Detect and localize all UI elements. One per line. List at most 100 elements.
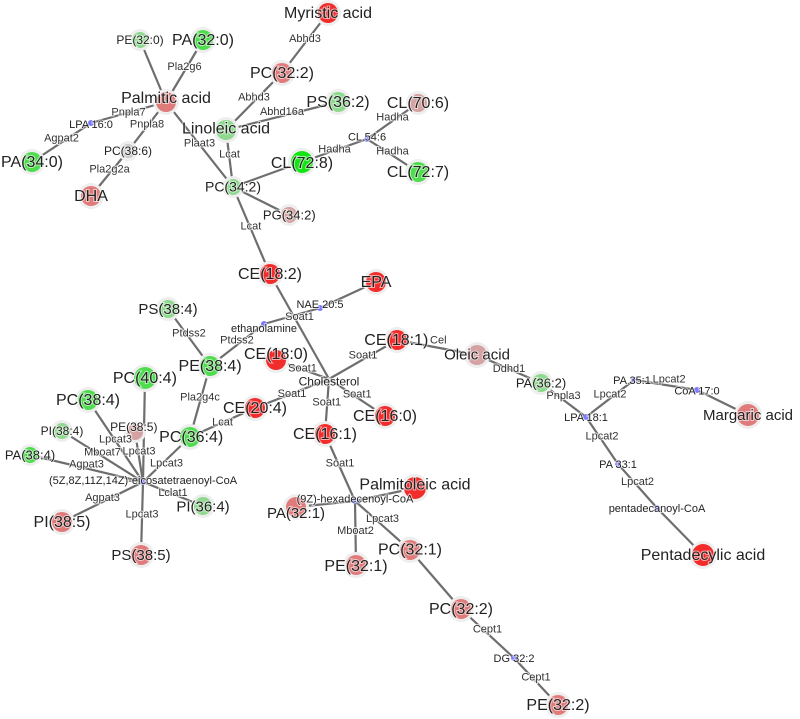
node-pc32_2a[interactable] <box>269 60 295 86</box>
enzyme-label: Hadha <box>318 143 351 155</box>
node-pe38_5[interactable] <box>124 421 146 443</box>
node-label-margaric: Margaric acid <box>703 407 793 424</box>
node-margaric[interactable] <box>734 401 762 429</box>
enzyme-label: Lcat <box>212 416 233 428</box>
node-circle <box>327 377 331 381</box>
node-ps36_2[interactable] <box>325 89 351 115</box>
node-ce20_4[interactable] <box>242 395 268 421</box>
enzyme-label: Lpcat3 <box>122 446 155 458</box>
node-cl54_6[interactable] <box>364 136 370 142</box>
node-label-cl72_8: CL(72:8) <box>271 155 333 172</box>
node-label-pc32_1: PC(32:1) <box>378 542 442 559</box>
node-circle <box>654 505 660 511</box>
node-circle <box>81 186 101 206</box>
label-layer: Abhd3Abhd3Abhd16aPla2g6Pnpla7Agpat2Pnpla… <box>0 4 794 715</box>
node-pentadecylic[interactable] <box>689 541 717 569</box>
node-pe32_1[interactable] <box>343 552 369 578</box>
node-pe38_4[interactable] <box>197 353 223 379</box>
node-circle <box>583 414 589 420</box>
node-circle <box>328 92 348 112</box>
node-palmitic[interactable] <box>153 89 179 115</box>
node-cl70_6[interactable] <box>406 91 430 115</box>
node-circle <box>451 599 471 619</box>
enzyme-label: Lpcat2 <box>621 476 654 488</box>
node-coa17_0[interactable] <box>694 387 700 393</box>
node-circle <box>225 179 241 195</box>
node-label-pa38_4: PA(38:4) <box>5 447 55 462</box>
node-ps38_5[interactable] <box>128 542 154 568</box>
node-pa32_1[interactable] <box>283 494 309 520</box>
node-circle <box>180 427 200 447</box>
node-pa32_0[interactable] <box>190 27 216 53</box>
node-pa36_2[interactable] <box>529 371 553 395</box>
node-pc36_4[interactable] <box>177 424 203 450</box>
node-pc34_2[interactable] <box>222 176 244 198</box>
enzyme-label: Agpat3 <box>69 458 104 470</box>
node-pa38_4[interactable] <box>19 444 41 466</box>
node-circle <box>140 479 146 485</box>
node-ethanolamine[interactable] <box>261 321 267 327</box>
node-circle <box>631 377 637 383</box>
node-ce18_0[interactable] <box>263 347 289 373</box>
node-dha[interactable] <box>78 183 104 209</box>
node-circle <box>467 345 487 365</box>
node-pi38_4[interactable] <box>51 420 73 442</box>
node-label-ethanolamine: ethanolamine <box>231 323 297 335</box>
enzyme-label: Hadha <box>376 145 409 157</box>
node-label-ce18_0: CE(18:0) <box>244 346 308 363</box>
node-circle <box>127 424 143 440</box>
node-label-pe32_0: PE(32:0) <box>116 33 163 47</box>
node-ce16_1[interactable] <box>312 421 338 447</box>
enzyme-label: Ddhd1 <box>493 363 525 375</box>
node-cholesterol[interactable] <box>327 377 331 381</box>
node-dg32_2[interactable] <box>511 655 517 661</box>
node-pc40_4[interactable] <box>131 364 159 392</box>
enzyme-label: Pnpla8 <box>130 119 164 131</box>
node-lpa16_0[interactable] <box>88 120 94 126</box>
node-ce18_2[interactable] <box>257 261 283 287</box>
node-pc38_4[interactable] <box>75 387 101 413</box>
node-myristic[interactable] <box>315 0 341 26</box>
node-ce18_1[interactable] <box>384 327 410 353</box>
node-pc32_1[interactable] <box>397 537 423 563</box>
node-epa[interactable] <box>363 269 389 295</box>
node-pc38_6[interactable] <box>118 141 138 161</box>
node-pg34_2[interactable] <box>278 204 300 226</box>
edge-lpa18_1-pa33_1 <box>585 416 619 465</box>
node-circle <box>548 695 568 715</box>
node-pc32_2b[interactable] <box>448 596 474 622</box>
node-lpa18_1[interactable] <box>583 414 589 420</box>
node-circle <box>281 207 297 223</box>
enzyme-label: Pla2g6 <box>167 61 201 73</box>
node-pa34_0[interactable] <box>19 149 45 175</box>
node-label-pe32_1: PE(32:1) <box>324 558 387 575</box>
edge-ce18_1-oleic <box>396 338 478 357</box>
node-hexa_coa[interactable] <box>352 498 358 504</box>
node-pentadecanoyl_coa[interactable] <box>654 505 660 511</box>
node-circle <box>88 120 94 126</box>
node-pa33_1[interactable] <box>615 461 621 467</box>
node-oleic[interactable] <box>464 342 490 368</box>
node-ps38_4[interactable] <box>156 297 180 321</box>
node-pe32_0[interactable] <box>129 29 151 51</box>
node-circle <box>409 94 427 112</box>
enzyme-label: Agpat3 <box>85 492 120 504</box>
enzyme-label: Pla2g2a <box>89 163 130 175</box>
node-ce16_0[interactable] <box>372 403 398 429</box>
enzyme-label: Cel <box>430 335 447 347</box>
node-circle <box>352 498 358 504</box>
enzyme-label: Soat1 <box>278 388 307 400</box>
node-cl72_8[interactable] <box>288 148 316 176</box>
node-eicosa_coa[interactable] <box>140 479 146 485</box>
node-linoleic[interactable] <box>213 117 239 143</box>
node-nae20_5[interactable] <box>317 305 323 311</box>
node-circle <box>737 404 759 426</box>
node-pi36_4[interactable] <box>191 494 215 518</box>
node-label-pc40_4: PC(40:4) <box>113 370 177 387</box>
node-palmitoleic[interactable] <box>401 474 429 502</box>
node-pi38_5[interactable] <box>49 509 75 535</box>
node-pa35_1[interactable] <box>631 377 637 383</box>
enzyme-label: Abhd3 <box>238 91 270 103</box>
node-cl72_7[interactable] <box>405 159 431 185</box>
node-pe32_2[interactable] <box>545 692 571 718</box>
